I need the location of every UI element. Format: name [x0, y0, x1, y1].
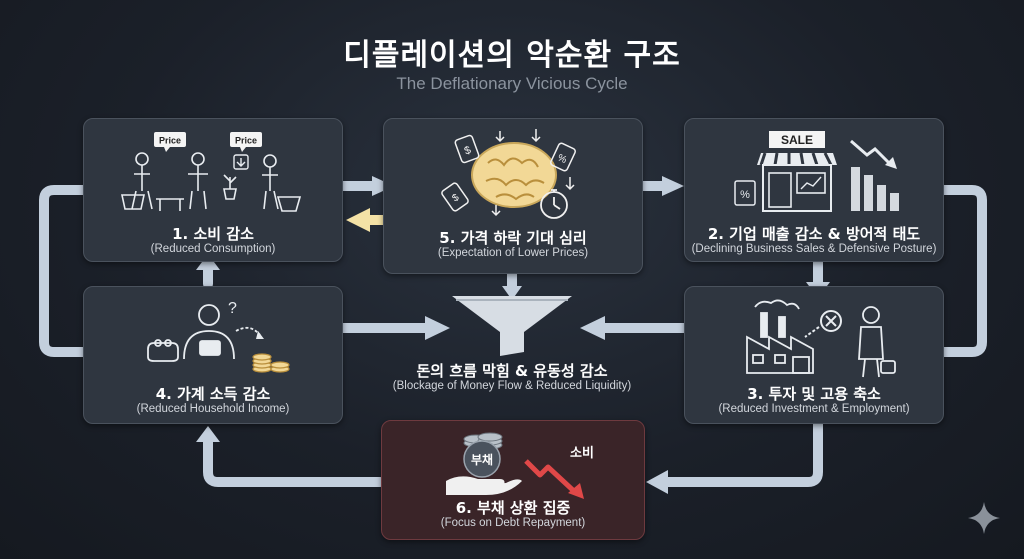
diagram-subtitle: The Deflationary Vicious Cycle: [396, 74, 628, 93]
price-tag-icon: Price Price: [154, 132, 262, 170]
svg-text:$: $: [463, 144, 473, 157]
step-5-box: $ % $ 5. 가격 하락 기대 심리 (Expectation of Low…: [383, 118, 643, 274]
arrow-5-to-center-head: [502, 286, 522, 300]
center-label: 돈의 흐름 막힘 & 유동성 감소: [416, 362, 608, 380]
question-mark: ?: [228, 300, 237, 317]
arrow-6-to-4-line: [203, 435, 385, 487]
step-4-sublabel: (Reduced Household Income): [136, 403, 290, 415]
arrow-4-to-1-head: [196, 254, 220, 270]
sparkle-icon: [968, 502, 1000, 534]
shopping-basket-icon: [121, 194, 145, 210]
store-icon: SALE %: [734, 131, 899, 212]
down-arrow-icon: [524, 459, 584, 499]
step-3-box: 3. 투자 및 고용 축소 (Reduced Investment & Empl…: [684, 286, 944, 424]
step-2-box: SALE % 2. 기업 매출 감소 & 방어적 태도 (Declining B…: [684, 118, 944, 262]
arrow-3-to-6-line: [660, 418, 823, 487]
cross-icon: [804, 310, 842, 338]
factory-icon: [746, 299, 896, 378]
brain-icon: $ % $: [441, 129, 576, 219]
step-4-box: ? 4. 가계 소득 감소 (Reduced Household Income): [83, 286, 343, 424]
arrow-5-to-1-yellow-head: [346, 208, 370, 232]
loop-left-arrow: [39, 185, 88, 357]
stopwatch-icon: [540, 189, 568, 219]
step-3-sublabel: (Reduced Investment & Employment): [718, 403, 910, 415]
consumption-label: 소비: [570, 446, 594, 461]
shoppers-icon: Price Price: [121, 132, 302, 212]
arrow-6-to-4-head: [196, 426, 220, 442]
loop-right-arrow: [938, 185, 987, 357]
step-1-sublabel: (Reduced Consumption): [150, 243, 276, 255]
step-6-box: 부채 소비 6. 부채 상환 집중 (Focus on Debt Repayme…: [381, 420, 645, 540]
arrow-4-to-center-head: [425, 316, 450, 340]
step-1-label: 1. 소비 감소: [172, 225, 254, 243]
step-3-label: 3. 투자 및 고용 축소: [747, 385, 881, 403]
funnel-icon: [452, 296, 572, 356]
worker-icon: [858, 306, 896, 378]
step-5-label: 5. 가격 하락 기대 심리: [439, 229, 587, 247]
step-1-box: Price Price 1. 소비 감소 (Reduced Consumptio…: [83, 118, 343, 262]
price-tag-text: Price: [159, 136, 181, 146]
declining-chart-icon: [850, 139, 899, 211]
svg-text:$: $: [450, 192, 461, 204]
diagram-title: 디플레이션의 악순환 구조: [343, 38, 681, 73]
price-tag-icon: $ % $: [441, 129, 576, 217]
svg-text:%: %: [556, 152, 569, 166]
sale-sign-text: SALE: [781, 133, 813, 147]
person-wallet-icon: ?: [147, 300, 290, 373]
step-4-label: 4. 가계 소득 감소: [155, 385, 271, 403]
arrow-5-to-2-head: [662, 176, 684, 196]
step-2-label: 2. 기업 매출 감소 & 방어적 태도: [707, 225, 921, 243]
coins-icon: [252, 353, 290, 373]
step-6-sublabel: (Focus on Debt Repayment): [440, 517, 586, 529]
debt-label: 부채: [471, 452, 493, 467]
arrow-3-to-center-head: [580, 316, 605, 340]
debt-coins-icon: 부채 소비: [446, 432, 594, 499]
price-tag-text-2: Price: [235, 136, 257, 146]
step-6-label: 6. 부채 상환 집중: [455, 499, 571, 517]
step-2-sublabel: (Declining Business Sales & Defensive Po…: [691, 243, 937, 255]
svg-text:%: %: [740, 189, 750, 201]
arrow-3-to-6-head: [646, 470, 668, 494]
step-5-sublabel: (Expectation of Lower Prices): [437, 247, 589, 259]
center-sublabel: (Blockage of Money Flow & Reduced Liquid…: [392, 380, 632, 392]
